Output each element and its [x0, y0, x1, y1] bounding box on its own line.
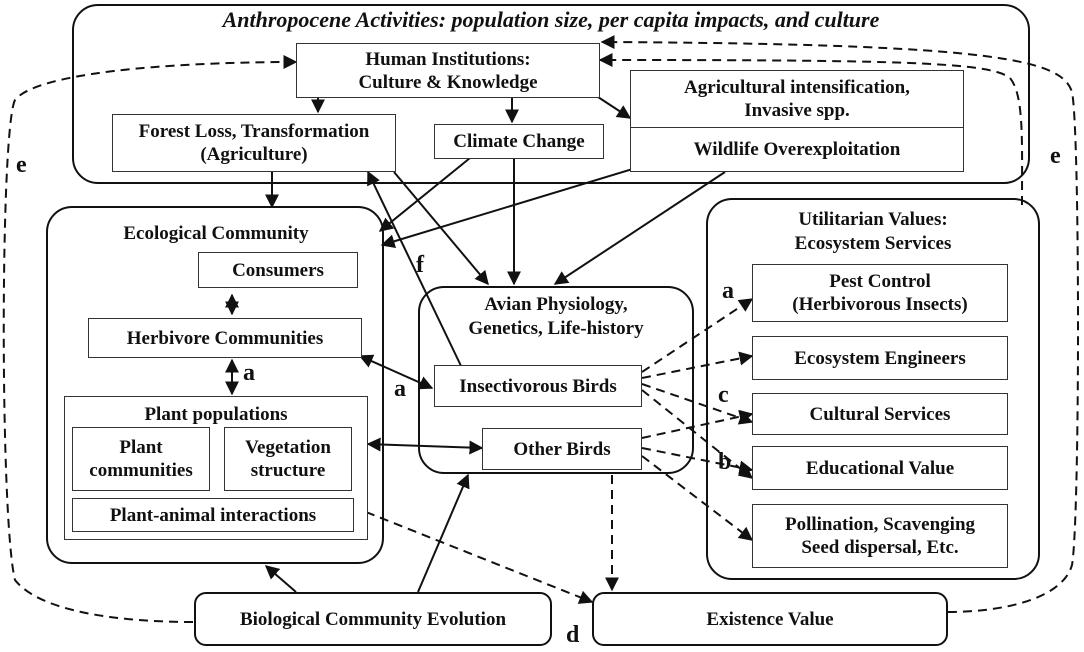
- existence-value-label: Existence Value: [706, 608, 834, 630]
- avian-title-text: Avian Physiology, Genetics, Life-history: [468, 294, 644, 339]
- plant-animal-interactions-label: Plant-animal interactions: [109, 504, 317, 526]
- pest-control-label: Pest Control (Herbivorous Insects): [792, 271, 968, 315]
- herbivore-communities-label: Herbivore Communities: [126, 327, 324, 349]
- herbivore-communities-box: Herbivore Communities: [88, 318, 362, 358]
- ecological-community-title: Ecological Community: [123, 223, 309, 244]
- insectivorous-birds-label: Insectivorous Birds: [459, 375, 617, 397]
- label-a-insectivorous: a: [394, 376, 406, 402]
- human-institutions-label: Human Institutions: Culture & Knowledge: [358, 48, 538, 93]
- dash-insect-cultural: [641, 383, 754, 425]
- educational-value-box: Educational Value: [752, 446, 1008, 490]
- utilitarian-title: Utilitarian Values: Ecosystem Services: [706, 208, 1040, 256]
- ecological-community-frame: [46, 206, 384, 564]
- anthropocene-frame: [72, 4, 1030, 184]
- plant-communities-label: Plant communities: [89, 437, 193, 481]
- dash-insect-engineers: [641, 351, 754, 379]
- dash-other-cultural: [641, 409, 754, 439]
- dash-insect-educational: [641, 389, 754, 479]
- consumers-box: Consumers: [198, 252, 358, 288]
- plant-communities-box: Plant communities: [72, 427, 210, 491]
- other-birds-box: Other Birds: [482, 428, 642, 470]
- arrow-insectivorous-forest: [367, 170, 463, 369]
- arrow-evolution-avian: [417, 473, 470, 593]
- utilitarian-frame: [706, 198, 1040, 580]
- dash-insect-pest: [641, 298, 754, 373]
- label-e-right: e: [1050, 143, 1061, 169]
- dash-ecological-existence: [365, 511, 594, 604]
- dash-other-pollination: [641, 455, 754, 541]
- climate-change-box: Climate Change: [434, 124, 604, 159]
- arrow-herbivores-insectivorous: [358, 354, 434, 390]
- arrow-wildlife-ecological: [380, 167, 637, 249]
- label-d: d: [566, 622, 580, 648]
- plant-animal-interactions-box: Plant-animal interactions: [72, 498, 354, 532]
- pollination-label: Pollination, Scavenging Seed dispersal, …: [784, 514, 976, 558]
- pest-control-box: Pest Control (Herbivorous Insects): [752, 264, 1008, 322]
- wildlife-overexploitation-label: Wildlife Overexploitation: [693, 139, 901, 160]
- cultural-services-box: Cultural Services: [752, 393, 1008, 435]
- label-f: f: [416, 252, 424, 278]
- consumers-label: Consumers: [232, 259, 324, 281]
- cultural-services-label: Cultural Services: [809, 403, 951, 425]
- vegetation-structure-label: Vegetation structure: [245, 437, 331, 481]
- pollination-box: Pollination, Scavenging Seed dispersal, …: [752, 504, 1008, 568]
- arrow-forest-avian: [393, 171, 489, 286]
- human-institutions-box: Human Institutions: Culture & Knowledge: [296, 43, 600, 98]
- existence-value-box: Existence Value: [592, 592, 948, 646]
- avian-frame: [418, 286, 694, 474]
- biological-community-evolution-box: Biological Community Evolution: [194, 592, 552, 646]
- anthropocene-title: Anthropocene Activities: population size…: [222, 7, 880, 32]
- arrow-wildlife-avian: [553, 171, 726, 285]
- agricultural-intensification-label: Agricultural intensification, Invasive s…: [684, 77, 910, 121]
- dash-loop-left: [2, 55, 298, 623]
- ecosystem-engineers-label: Ecosystem Engineers: [794, 347, 966, 369]
- dash-other-educational: [641, 447, 754, 475]
- agricultural-intensification-box: Agricultural intensification, Invasive s…: [630, 70, 964, 128]
- vegetation-structure-box: Vegetation structure: [224, 427, 352, 491]
- avian-title: Avian Physiology, Genetics, Life-history: [418, 293, 694, 341]
- label-c: c: [718, 382, 729, 408]
- wildlife-overexploitation-box: Wildlife Overexploitation: [630, 127, 964, 172]
- arrow-climate-ecological: [378, 157, 471, 232]
- plant-populations-label: Plant populations: [144, 404, 288, 425]
- forest-loss-label: Forest Loss, Transformation (Agriculture…: [138, 121, 370, 165]
- biological-community-evolution-label: Biological Community Evolution: [239, 608, 507, 630]
- dash-loop-right-outer: [600, 35, 1079, 613]
- utilitarian-title-text: Utilitarian Values: Ecosystem Services: [794, 209, 952, 254]
- climate-change-label: Climate Change: [453, 131, 585, 152]
- label-b: b: [718, 449, 732, 475]
- other-birds-label: Other Birds: [513, 438, 611, 460]
- insectivorous-birds-box: Insectivorous Birds: [434, 365, 642, 407]
- label-e-left: e: [16, 152, 27, 178]
- forest-loss-box: Forest Loss, Transformation (Agriculture…: [112, 114, 396, 172]
- educational-value-label: Educational Value: [805, 457, 955, 479]
- label-a-pest: a: [722, 278, 734, 304]
- arrow-evolution-ecological: [264, 565, 297, 593]
- arrow-institutions-agri: [597, 96, 632, 119]
- ecosystem-engineers-box: Ecosystem Engineers: [752, 336, 1008, 380]
- label-a-herbivores: a: [243, 360, 255, 386]
- arrow-plants-otherbirds: [366, 437, 484, 455]
